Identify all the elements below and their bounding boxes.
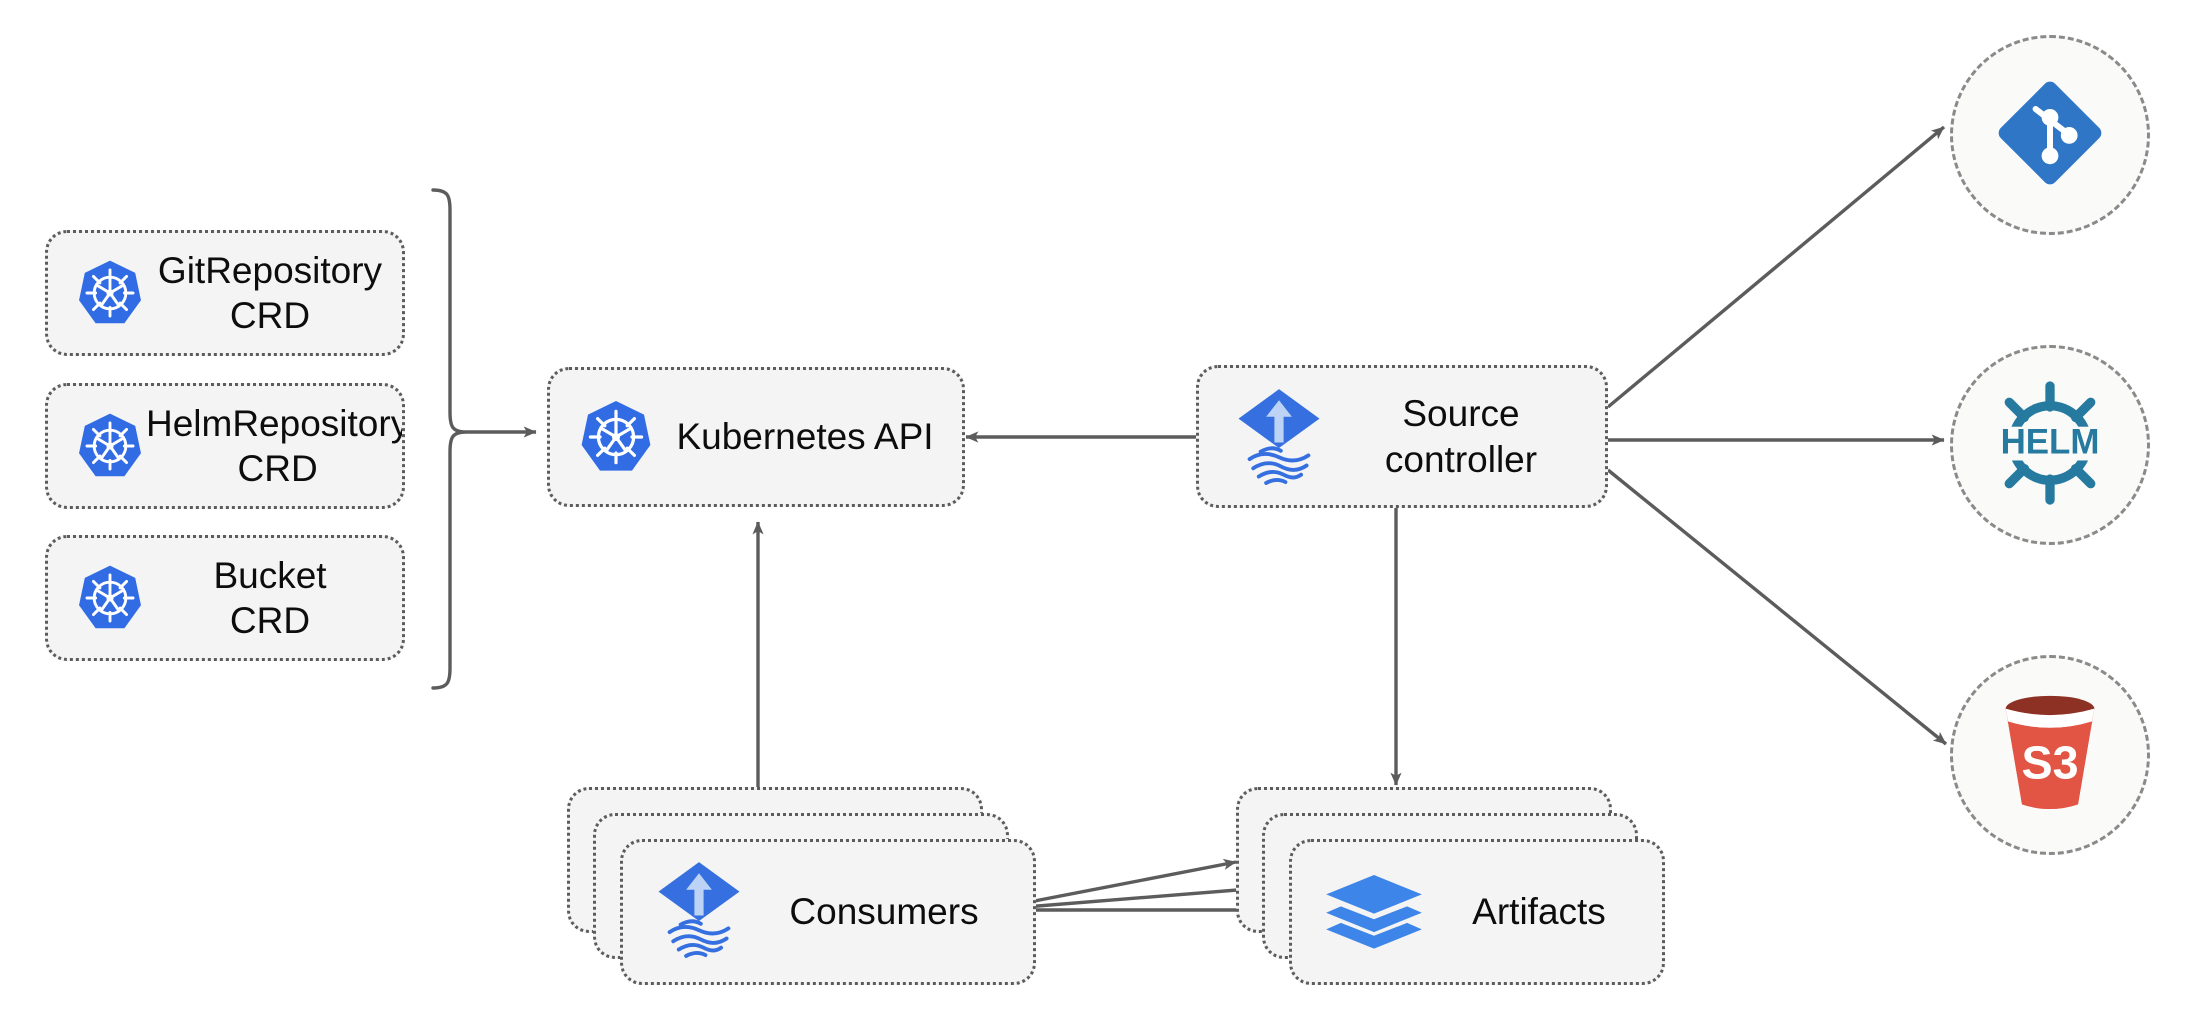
gitrepository-crd-box[interactable]: GitRepository CRD (45, 230, 405, 356)
kubernetes-api-box[interactable]: Kubernetes API (547, 367, 965, 507)
kubernetes-icon (74, 410, 146, 482)
flux-source-controller-icon (653, 860, 745, 965)
s3-bucket-icon: S3 (1991, 690, 2109, 821)
edge-source-controller-to-s3 (1606, 468, 1948, 746)
flux-source-controller-icon (1233, 387, 1325, 487)
consumers-label: Consumers (789, 891, 979, 933)
bucket-crd-box[interactable]: Bucket CRD (45, 535, 405, 661)
s3-circle[interactable]: S3 (1950, 655, 2150, 855)
helmrepository-crd-label: HelmRepository CRD (146, 402, 405, 489)
git-icon (1990, 73, 2110, 198)
helm-wordmark: HELM (2001, 422, 2100, 461)
git-circle[interactable] (1950, 35, 2150, 235)
kubernetes-icon (74, 257, 146, 329)
artifacts-stack[interactable]: Artifacts (1236, 787, 1666, 987)
bucket-crd-label: Bucket CRD (213, 554, 327, 641)
helmrepository-crd-box[interactable]: HelmRepository CRD (45, 383, 405, 509)
crd-group-brace (431, 188, 467, 690)
helm-circle[interactable]: HELM (1950, 345, 2150, 545)
artifacts-card-front[interactable]: Artifacts (1289, 839, 1665, 985)
consumers-stack[interactable]: Consumers (567, 787, 1037, 987)
kubernetes-icon (74, 562, 146, 634)
source-controller-box[interactable]: Source controller (1196, 365, 1608, 508)
layers-icon (1322, 864, 1426, 961)
source-controller-label: Source controller (1384, 393, 1538, 480)
edge-source-controller-to-git (1606, 125, 1946, 409)
s3-wordmark: S3 (2021, 736, 2078, 788)
artifacts-label: Artifacts (1472, 891, 1606, 933)
consumers-card-front[interactable]: Consumers (620, 839, 1036, 985)
helm-icon: HELM (1986, 379, 2114, 512)
gitrepository-crd-label: GitRepository CRD (157, 249, 383, 336)
kubernetes-icon (576, 397, 656, 477)
kubernetes-api-label: Kubernetes API (676, 416, 934, 458)
